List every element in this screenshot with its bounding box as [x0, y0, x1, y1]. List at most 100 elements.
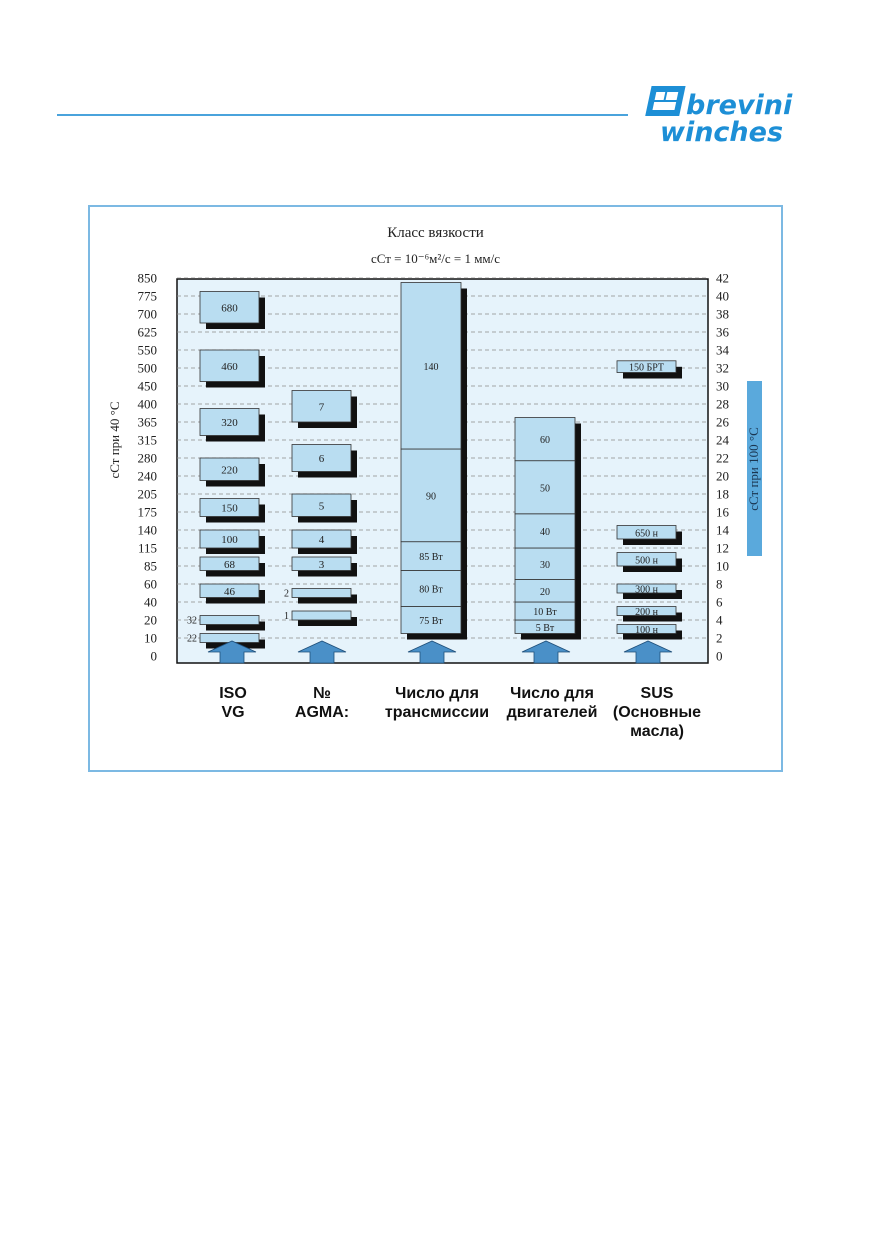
left-tick-label: 85	[144, 559, 157, 574]
right-tick-label: 6	[716, 595, 723, 610]
iso-vg-bar-label: 46	[224, 586, 236, 598]
agma-bar-shadow	[298, 594, 357, 604]
right-tick-label: 18	[716, 487, 729, 502]
engine-stack-segment-label: 40	[540, 527, 550, 538]
agma-bar-label: 2	[284, 589, 289, 600]
sus-bar	[616, 624, 677, 634]
iso-vg-bar	[199, 349, 260, 382]
right-tick-label: 40	[716, 289, 729, 304]
left-tick-label: 280	[138, 451, 158, 466]
right-tick-label: 30	[716, 379, 729, 394]
iso-vg-bar	[199, 583, 260, 598]
left-tick-label: 0	[151, 649, 158, 664]
transmission-stack-segment	[400, 282, 462, 450]
sus-bar-label: 300 н	[635, 585, 659, 596]
left-tick-label: 400	[138, 397, 158, 412]
engine-stack-segment	[514, 460, 576, 515]
sus-bar-label: 150 БРТ	[629, 363, 664, 374]
category-label: Число для двигателей	[506, 685, 598, 721]
agma-bar	[291, 556, 352, 571]
agma-bar-label: 3	[319, 559, 325, 571]
left-tick-label: 10	[144, 631, 157, 646]
iso-vg-bar	[199, 633, 260, 643]
iso-vg-bar-label: 460	[221, 361, 238, 373]
right-tick-label: 20	[716, 469, 729, 484]
engine-stack-segment-label: 20	[540, 587, 550, 598]
agma-bar	[291, 444, 352, 472]
category-label: № AGMA:	[294, 685, 350, 721]
category-label: ISO VG	[219, 685, 247, 721]
transmission-stack-segment-label: 85 Вт	[419, 552, 443, 563]
transmission-stack-segment-label: 75 Вт	[419, 616, 443, 627]
sus-bar	[616, 360, 677, 373]
right-axis-band	[747, 381, 762, 556]
brand-line1: brevini	[686, 90, 793, 121]
right-tick-label: 42	[716, 271, 729, 286]
right-tick-label: 8	[716, 577, 723, 592]
right-tick-label: 28	[716, 397, 729, 412]
iso-vg-bar-label: 680	[221, 302, 238, 314]
transmission-stack-segment-label: 80 Вт	[419, 585, 443, 596]
header-rule	[57, 114, 628, 116]
left-tick-label: 850	[138, 271, 158, 286]
iso-vg-bar	[199, 291, 260, 324]
transmission-stack-segment	[400, 448, 462, 543]
iso-vg-bar-label: 320	[221, 417, 238, 429]
agma-bar	[291, 588, 352, 598]
agma-bar	[291, 390, 352, 423]
right-tick-label: 0	[716, 649, 723, 664]
sus-bar	[616, 583, 677, 594]
iso-vg-bar-label: 68	[224, 559, 236, 571]
sus-bar-shadow	[623, 612, 682, 622]
right-tick-label: 32	[716, 361, 729, 376]
category-label: SUS (Основные масла)	[612, 685, 702, 740]
left-tick-label: 450	[138, 379, 158, 394]
transmission-stack-segment-label: 140	[424, 362, 439, 373]
left-tick-label: 140	[138, 523, 158, 538]
right-tick-label: 4	[716, 613, 723, 628]
left-tick-label: 115	[138, 541, 157, 556]
left-tick-label: 20	[144, 613, 157, 628]
transmission-stack-segment	[400, 606, 462, 634]
sus-bar	[616, 525, 677, 540]
left-tick-label: 775	[138, 289, 158, 304]
right-axis-title: сСт при 100 °C	[746, 427, 761, 510]
iso-vg-bar-label: 100	[221, 534, 238, 546]
sus-bar-label: 650 н	[635, 528, 659, 539]
agma-bar-label: 5	[319, 500, 325, 512]
right-tick-label: 34	[716, 343, 730, 358]
left-tick-label: 315	[138, 433, 158, 448]
right-tick-label: 12	[716, 541, 729, 556]
sus-bar-shadow	[623, 590, 682, 599]
category-label: Число для трансмиссии	[384, 685, 490, 721]
iso-vg-bar	[199, 457, 260, 481]
agma-bar-shadow	[298, 617, 357, 626]
left-tick-label: 500	[138, 361, 158, 376]
engine-stack-segment	[514, 547, 576, 580]
engine-stack-segment-label: 60	[540, 435, 550, 446]
agma-bar	[291, 493, 352, 517]
sus-bar	[616, 552, 677, 567]
sus-bar-label: 500 н	[635, 555, 659, 566]
iso-vg-bar-label: 150	[221, 503, 238, 515]
right-tick-label: 24	[716, 433, 730, 448]
category-arrow-icon	[207, 640, 257, 664]
agma-bar-label: 7	[319, 401, 325, 413]
agma-bar-label: 1	[284, 611, 289, 622]
left-tick-label: 60	[144, 577, 157, 592]
left-axis-title: сСт при 40 °C	[107, 402, 122, 479]
category-arrow-icon	[521, 640, 571, 664]
left-tick-label: 40	[144, 595, 157, 610]
left-tick-label: 175	[138, 505, 158, 520]
right-tick-label: 36	[716, 325, 730, 340]
left-tick-label: 700	[138, 307, 158, 322]
right-tick-label: 38	[716, 307, 729, 322]
iso-vg-bar	[199, 529, 260, 549]
sus-bar-label: 200 н	[635, 607, 659, 618]
left-tick-label: 205	[138, 487, 158, 502]
iso-vg-bar-label: 32	[187, 616, 197, 627]
brevini-winches-logo: brevini winches	[645, 86, 793, 146]
iso-vg-bar	[199, 498, 260, 517]
